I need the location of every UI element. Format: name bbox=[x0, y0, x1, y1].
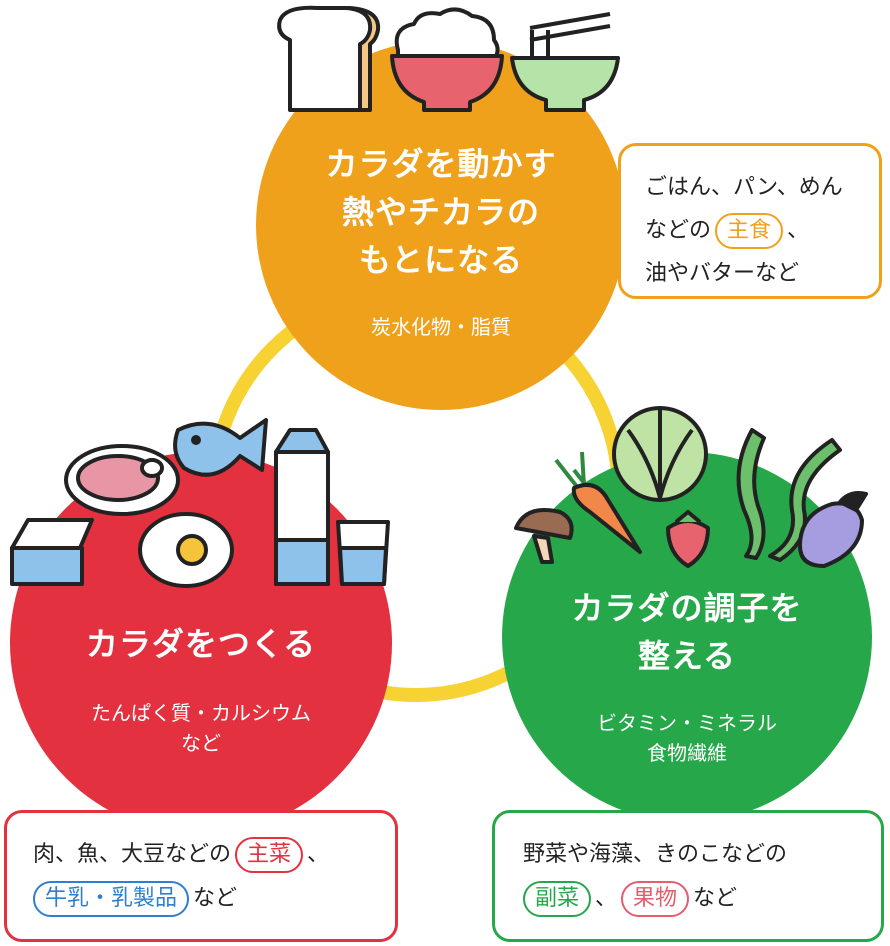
cabbage-icon bbox=[612, 406, 708, 502]
condition-food-line: 野菜や海藻、きのこなどの bbox=[523, 842, 788, 867]
seaweed-icon bbox=[736, 428, 842, 562]
condition-title-line: カラダの調子を bbox=[571, 589, 803, 627]
milk-carton-icon bbox=[274, 428, 330, 586]
energy-title-line: 熱やチカラの bbox=[341, 193, 540, 231]
energy-nutrients: 炭水化物・脂質 bbox=[371, 315, 511, 339]
energy-title: カラダを動かす 熱やチカラの もとになる bbox=[256, 140, 626, 284]
condition-food-text: 、 bbox=[595, 886, 618, 911]
body-food-text: など bbox=[193, 886, 238, 911]
body-food-box: 肉、魚、大豆などの主菜、 牛乳・乳製品など bbox=[4, 810, 398, 942]
body-food-text: 肉、魚、大豆などの bbox=[33, 842, 232, 867]
condition-title-line: 整える bbox=[637, 637, 737, 675]
dairy-tag: 牛乳・乳製品 bbox=[33, 881, 190, 917]
condition-title: カラダの調子を 整える bbox=[502, 584, 872, 680]
bread-icon bbox=[277, 5, 381, 112]
fruit-tag: 果物 bbox=[621, 881, 690, 917]
egg-icon bbox=[138, 512, 234, 588]
steak-icon bbox=[64, 444, 180, 516]
rice-bowl-icon bbox=[390, 7, 504, 112]
condition-food-box: 野菜や海藻、きのこなどの 副菜、果物など bbox=[492, 810, 884, 942]
body-title: カラダをつくる bbox=[85, 625, 317, 663]
side-dish-tag: 副菜 bbox=[523, 881, 592, 917]
mushroom-icon bbox=[514, 508, 574, 564]
energy-title-line: カラダを動かす bbox=[325, 145, 557, 183]
body-food-line: 牛乳・乳製品など bbox=[33, 877, 387, 921]
energy-food-line: 油やバターなど bbox=[645, 261, 800, 286]
eggplant-icon bbox=[798, 491, 868, 568]
energy-food-text: などの bbox=[645, 218, 712, 243]
carrot-icon bbox=[554, 451, 642, 554]
body-food-text: 、 bbox=[307, 842, 330, 867]
condition-food-line: 副菜、果物など bbox=[523, 877, 873, 921]
noodle-bowl-icon bbox=[510, 12, 620, 112]
main-dish-tag: 主菜 bbox=[235, 837, 304, 873]
condition-nutrients-line: ビタミン・ミネラル bbox=[597, 711, 777, 735]
condition-food-text: など bbox=[693, 886, 738, 911]
energy-food-box: ごはん、パン、めん などの主食、 油やバターなど bbox=[618, 143, 882, 299]
condition-nutrients: ビタミン・ミネラル 食物繊維 bbox=[502, 708, 872, 768]
body-food-line: 肉、魚、大豆などの主菜、 bbox=[33, 833, 387, 877]
body-nutrients-line: など bbox=[181, 731, 221, 755]
energy-food-text: 、 bbox=[787, 218, 810, 243]
energy-food-line: などの主食、 bbox=[645, 209, 869, 252]
fish-icon bbox=[173, 418, 268, 477]
condition-nutrients-line: 食物繊維 bbox=[647, 741, 727, 765]
staple-food-tag: 主食 bbox=[715, 213, 784, 249]
body-nutrients: たんぱく質・カルシウム など bbox=[10, 698, 392, 758]
tofu-icon bbox=[10, 518, 94, 586]
energy-title-line: もとになる bbox=[358, 241, 524, 279]
strawberry-icon bbox=[666, 510, 710, 568]
energy-food-line: ごはん、パン、めん bbox=[645, 175, 843, 200]
body-nutrients-line: たんぱく質・カルシウム bbox=[91, 701, 311, 725]
milk-glass-icon bbox=[336, 520, 390, 586]
